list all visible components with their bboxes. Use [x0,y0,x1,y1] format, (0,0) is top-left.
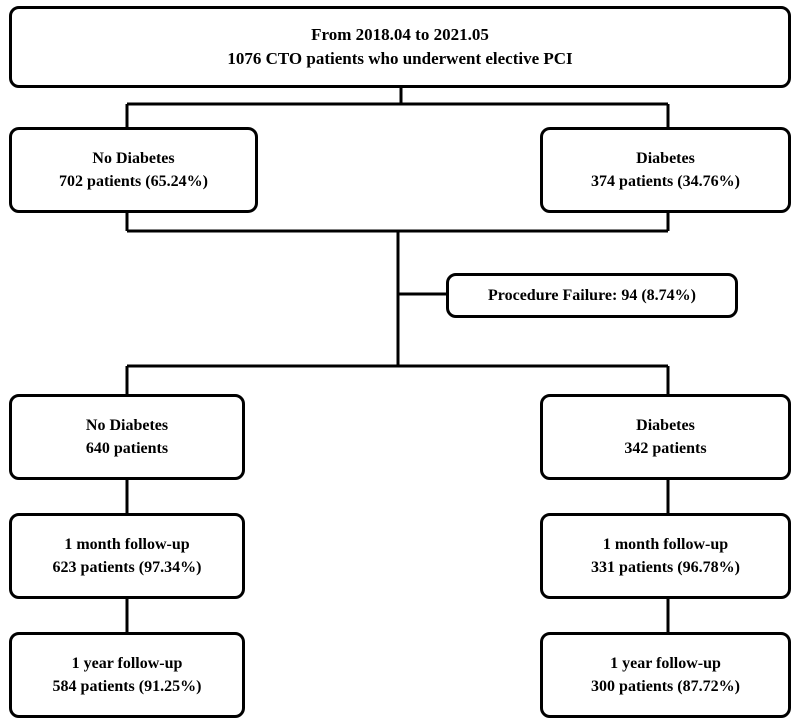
enrollment-box: From 2018.04 to 2021.05 1076 CTO patient… [9,6,791,88]
no-diabetes-analyzed-label: No Diabetes [85,417,169,434]
diabetes-analyzed-box: Diabetes 342 patients [540,394,791,480]
diabetes-initial-count: 374 patients (34.76%) [591,173,740,190]
no-diabetes-month-followup-count: 623 patients (97.34%) [52,559,202,576]
diabetes-analyzed-count: 342 patients [624,440,707,457]
no-diabetes-year-followup-count: 584 patients (91.25%) [52,678,202,695]
diabetes-month-followup-label: 1 month follow-up [602,536,729,553]
diabetes-initial-label: Diabetes [636,150,695,167]
no-diabetes-month-followup-label: 1 month follow-up [64,536,190,553]
diabetes-month-followup-box: 1 month follow-up 331 patients (96.78%) [540,513,791,599]
diabetes-year-followup-label: 1 year follow-up [610,655,721,672]
enrollment-count: 1076 CTO patients who underwent elective… [227,49,573,68]
no-diabetes-analyzed-box: No Diabetes 640 patients [9,394,245,480]
no-diabetes-year-followup-box: 1 year follow-up 584 patients (91.25%) [9,632,245,718]
no-diabetes-year-followup-label: 1 year follow-up [71,655,183,672]
diabetes-month-followup-count: 331 patients (96.78%) [591,559,740,576]
diabetes-year-followup-count: 300 patients (87.72%) [591,678,740,695]
no-diabetes-month-followup-box: 1 month follow-up 623 patients (97.34%) [9,513,245,599]
no-diabetes-initial-box: No Diabetes 702 patients (65.24%) [9,127,258,213]
no-diabetes-analyzed-count: 640 patients [85,440,169,457]
enrollment-period: From 2018.04 to 2021.05 [311,25,489,44]
diabetes-year-followup-box: 1 year follow-up 300 patients (87.72%) [540,632,791,718]
procedure-failure-label: Procedure Failure: 94 (8.74%) [488,287,696,304]
diabetes-analyzed-label: Diabetes [636,417,695,434]
no-diabetes-initial-label: No Diabetes [92,150,175,167]
no-diabetes-initial-count: 702 patients (65.24%) [59,173,208,190]
diabetes-initial-box: Diabetes 374 patients (34.76%) [540,127,791,213]
procedure-failure-box: Procedure Failure: 94 (8.74%) [446,273,738,318]
